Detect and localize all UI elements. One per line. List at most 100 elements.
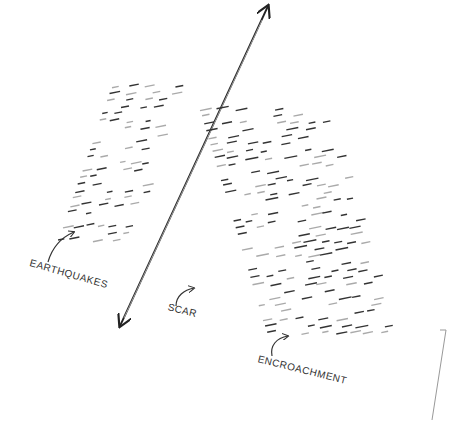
dash-mark <box>308 255 320 257</box>
dash-mark <box>144 191 151 192</box>
dash-mark <box>253 282 265 284</box>
dash-mark <box>245 157 258 160</box>
dash-mark <box>316 197 326 199</box>
dash-mark <box>82 202 92 204</box>
dash-mark <box>215 155 225 157</box>
dash-mark <box>98 225 104 226</box>
dash-mark <box>337 227 349 229</box>
dash-mark <box>275 246 284 248</box>
dash-mark <box>248 268 257 270</box>
dash-mark <box>282 135 292 137</box>
dash-mark <box>267 171 279 173</box>
callout-label: ENCROACHMENT <box>257 353 349 386</box>
dash-mark <box>287 180 293 181</box>
dash-mark <box>347 242 356 244</box>
dash-mark <box>125 147 133 149</box>
dash-mark <box>126 93 136 95</box>
dash-mark <box>281 309 291 311</box>
dash-mark <box>90 175 96 176</box>
dash-mark <box>130 202 139 204</box>
dash-mark <box>211 143 218 144</box>
dash-mark <box>296 317 304 319</box>
dash-mark <box>329 303 338 305</box>
dash-mark <box>127 121 133 122</box>
dash-mark <box>306 261 314 263</box>
dash-mark <box>124 196 131 197</box>
dash-mark <box>270 193 277 194</box>
dash-mark <box>385 325 393 327</box>
dash-mark <box>87 224 95 226</box>
dash-mark <box>227 141 237 143</box>
dash-mark <box>217 106 229 108</box>
dash-mark <box>202 114 209 115</box>
dash-mark <box>250 276 259 278</box>
dash-mark <box>145 98 152 99</box>
dash-mark <box>268 221 276 223</box>
dash-mark <box>275 303 286 305</box>
dash-mark <box>347 198 353 199</box>
dash-mark <box>73 196 82 198</box>
dash-mark <box>292 241 301 243</box>
dash-mark <box>334 241 342 243</box>
dash-mark <box>229 164 236 165</box>
dash-mark <box>200 108 212 110</box>
dash-mark <box>361 262 369 264</box>
dash-mark <box>74 226 84 228</box>
dash-mark <box>374 298 383 300</box>
dash-mark <box>320 326 332 328</box>
dash-mark <box>113 239 121 241</box>
dash-mark <box>268 213 278 215</box>
dash-mark <box>80 176 87 177</box>
dash-mark <box>267 330 276 332</box>
mark-field <box>58 84 393 334</box>
dash-mark <box>294 245 307 248</box>
dash-mark <box>123 168 132 170</box>
dash-mark <box>100 155 108 157</box>
dash-mark <box>213 149 223 151</box>
dash-mark <box>222 122 232 124</box>
dash-mark <box>363 332 373 334</box>
dash-mark <box>276 255 285 257</box>
dash-mark <box>342 325 352 327</box>
dash-mark <box>251 214 257 215</box>
dash-mark <box>275 108 283 110</box>
dash-mark <box>125 190 133 192</box>
dash-mark <box>263 142 272 144</box>
dash-mark <box>289 193 300 195</box>
dash-mark <box>322 211 331 213</box>
dash-mark <box>123 232 129 233</box>
dash-mark <box>267 275 274 276</box>
dash-mark <box>316 283 326 285</box>
dash-mark <box>347 269 356 271</box>
dash-mark <box>172 92 182 94</box>
dash-mark <box>303 184 312 186</box>
dash-mark <box>314 155 326 157</box>
dash-mark <box>299 234 310 236</box>
dash-mark <box>204 122 214 124</box>
dash-mark <box>70 205 79 207</box>
dash-mark <box>142 163 148 164</box>
dash-mark <box>351 232 363 234</box>
dash-mark <box>331 270 338 271</box>
dash-mark <box>281 143 290 145</box>
dash-mark <box>290 122 299 124</box>
dash-mark <box>298 136 309 138</box>
dash-mark <box>326 164 334 166</box>
dash-mark <box>381 331 388 332</box>
dash-mark <box>286 128 298 130</box>
dash-mark <box>323 121 330 122</box>
dash-mark <box>93 183 102 185</box>
dash-mark <box>328 185 339 187</box>
dash-mark <box>129 84 139 86</box>
dash-mark <box>175 85 183 87</box>
dash-mark <box>244 194 250 195</box>
leader-line <box>272 336 288 356</box>
dash-mark <box>263 319 272 321</box>
dash-mark <box>261 151 267 152</box>
dash-mark <box>63 226 74 228</box>
dash-mark <box>311 212 324 215</box>
dash-mark <box>356 219 366 221</box>
dash-mark <box>140 127 149 129</box>
dash-mark <box>140 107 147 108</box>
callout-label: EARTHQUAKES <box>28 257 109 290</box>
